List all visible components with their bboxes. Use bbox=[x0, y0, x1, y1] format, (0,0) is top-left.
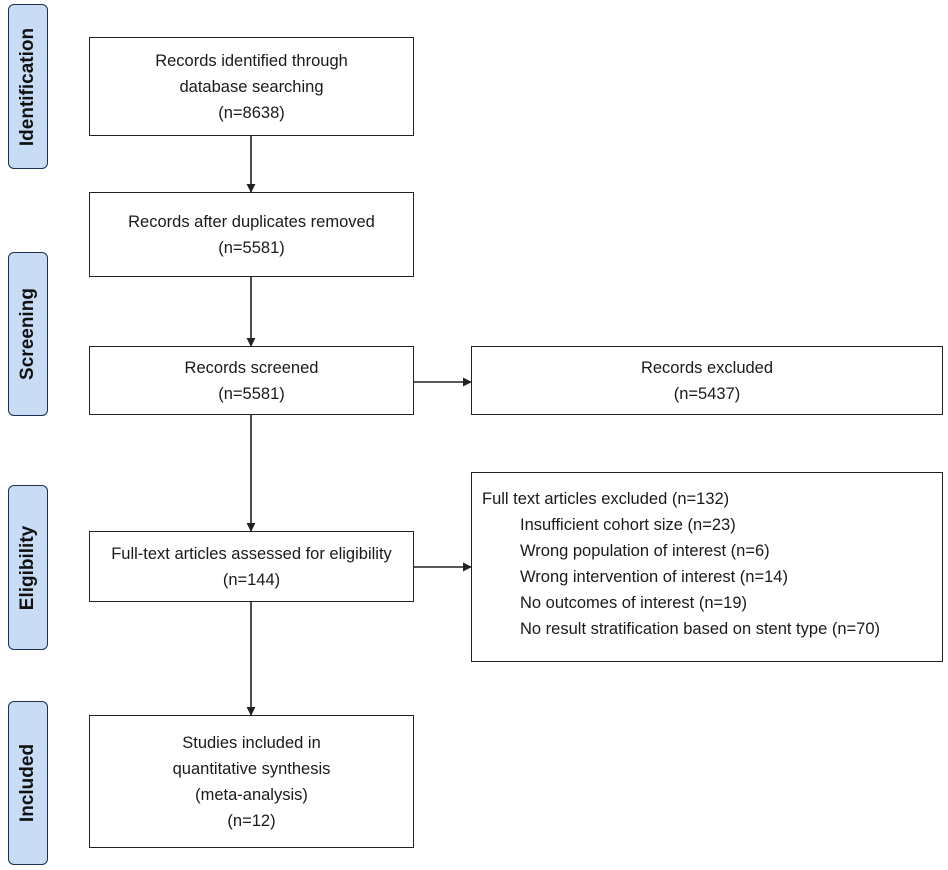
records-excluded-box: Records excluded (n=5437) bbox=[471, 346, 943, 415]
exclusion-reason: Wrong population of interest (n=6) bbox=[520, 542, 770, 560]
fulltext-assessed-count: (n=144) bbox=[222, 570, 281, 589]
records-deduplicated-count: (n=5581) bbox=[218, 238, 285, 257]
studies-included-line1: Studies included in bbox=[182, 733, 321, 752]
studies-included-line2: quantitative synthesis bbox=[172, 759, 331, 778]
exclusion-reason: No outcomes of interest (n=19) bbox=[520, 594, 747, 612]
records-deduplicated-line1: Records after duplicates removed bbox=[128, 212, 375, 231]
records-deduplicated-box: Records after duplicates removed (n=5581… bbox=[89, 192, 414, 277]
records-excluded-line1: Records excluded bbox=[640, 358, 774, 377]
fulltext-excluded-heading: Full text articles excluded (n=132) bbox=[482, 490, 730, 508]
records-identified-box: Records identified through database sear… bbox=[89, 37, 414, 136]
exclusion-reason: No result stratification based on stent … bbox=[520, 620, 880, 638]
records-identified-count: (n=8638) bbox=[218, 103, 285, 122]
stage-identification-label: Identification bbox=[17, 27, 38, 146]
stage-identification: Identification bbox=[8, 4, 48, 169]
stage-included-label: Included bbox=[17, 743, 38, 823]
stage-screening-label: Screening bbox=[17, 288, 38, 380]
studies-included-count: (n=12) bbox=[227, 811, 276, 830]
records-screened-line1: Records screened bbox=[184, 358, 319, 377]
records-excluded-count: (n=5437) bbox=[673, 384, 741, 403]
exclusion-reason: Insufficient cohort size (n=23) bbox=[520, 516, 736, 534]
stage-screening: Screening bbox=[8, 252, 48, 416]
records-identified-line2: database searching bbox=[179, 77, 324, 96]
stage-eligibility-label: Eligibility bbox=[17, 525, 38, 610]
stage-included: Included bbox=[8, 701, 48, 865]
records-screened-count: (n=5581) bbox=[218, 384, 285, 403]
stage-eligibility: Eligibility bbox=[8, 485, 48, 650]
fulltext-assessed-box: Full-text articles assessed for eligibil… bbox=[89, 531, 414, 602]
fulltext-assessed-line1: Full-text articles assessed for eligibil… bbox=[111, 544, 392, 563]
studies-included-line3: (meta-analysis) bbox=[195, 785, 308, 804]
exclusion-reason: Wrong intervention of interest (n=14) bbox=[520, 568, 788, 586]
studies-included-box: Studies included in quantitative synthes… bbox=[89, 715, 414, 848]
records-identified-line1: Records identified through bbox=[155, 51, 348, 70]
records-screened-box: Records screened (n=5581) bbox=[89, 346, 414, 415]
fulltext-excluded-box: Full text articles excluded (n=132) Insu… bbox=[471, 472, 943, 662]
